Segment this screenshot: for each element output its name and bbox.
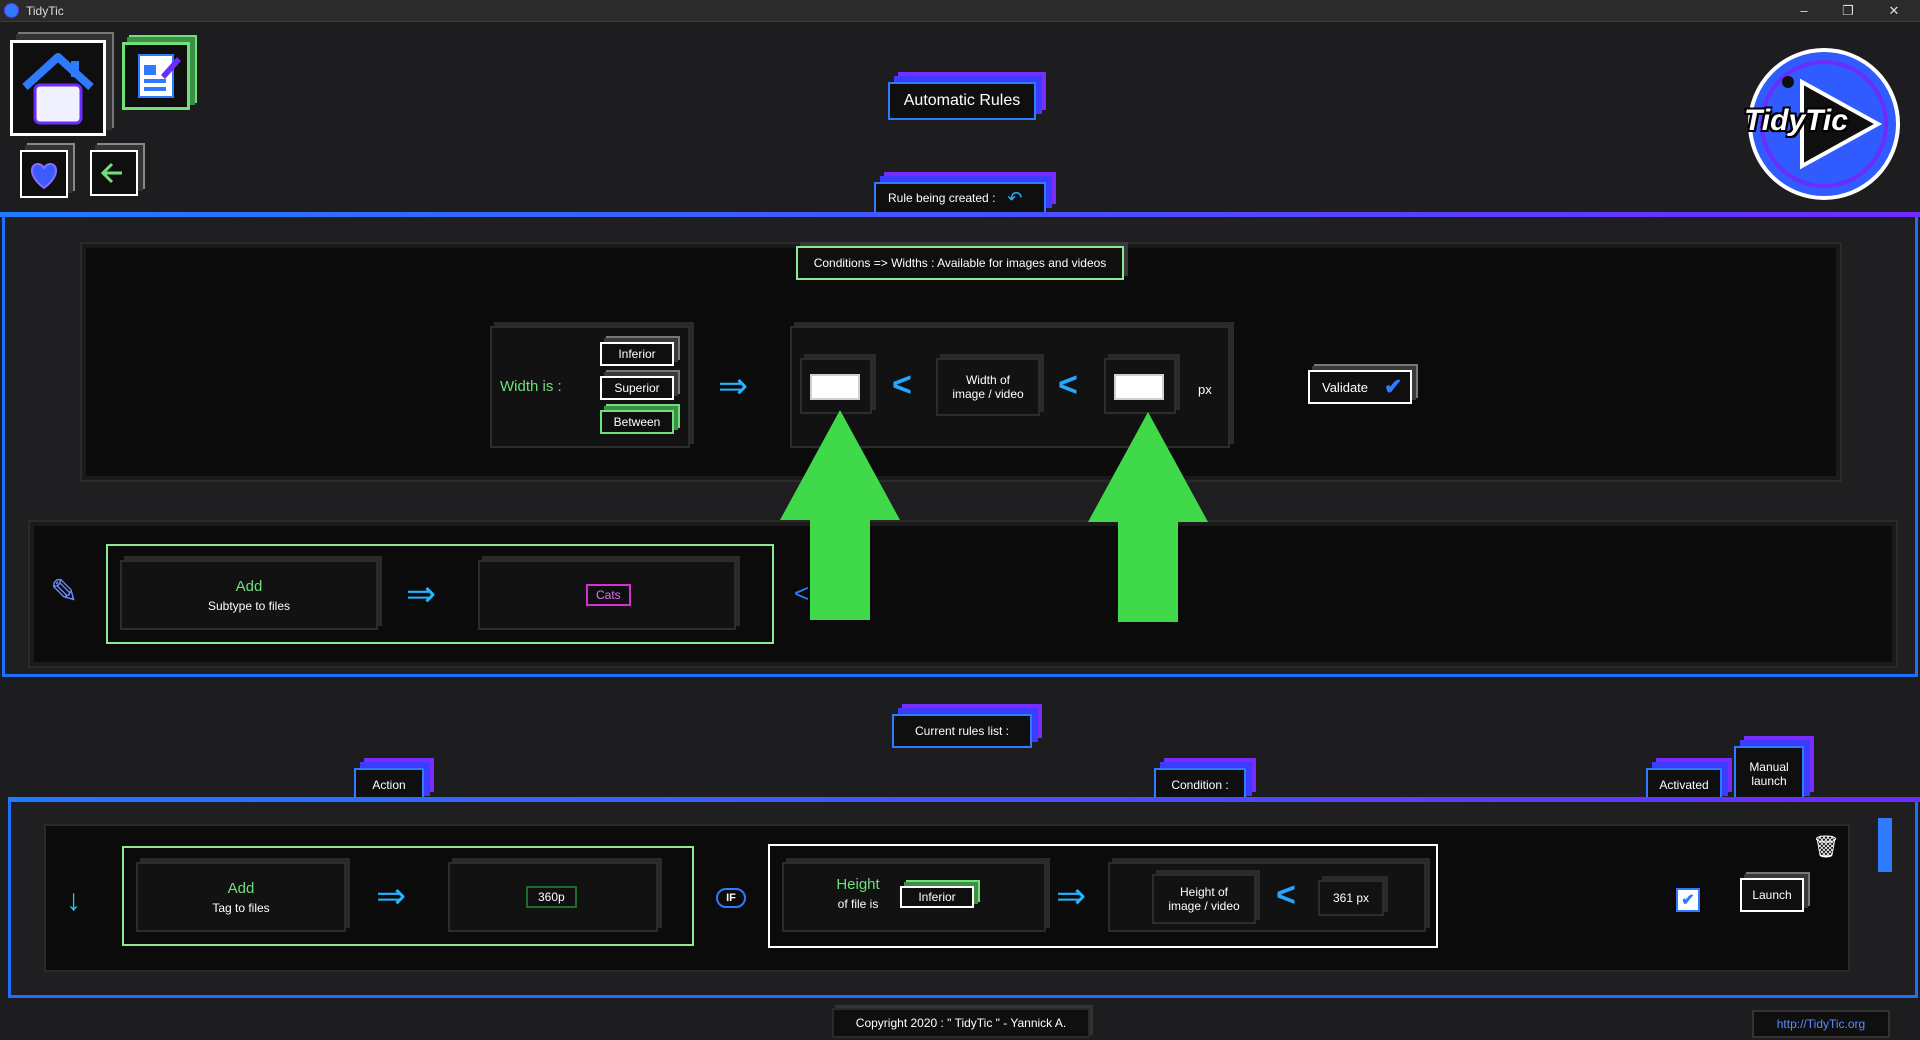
check-icon: ✔ <box>1384 374 1403 399</box>
rule-action-arrow-icon: ⇒ <box>376 875 407 916</box>
rule-action-object: Tag to files <box>212 900 270 915</box>
scrollbar-thumb[interactable] <box>1878 818 1892 872</box>
action-type-box: Add Subtype to files <box>120 560 378 630</box>
action-arrow-icon: ⇒ <box>406 573 437 614</box>
website-link[interactable]: http://TidyTic.org <box>1752 1010 1890 1038</box>
down-arrow-icon[interactable]: ↓ <box>66 884 81 917</box>
rule-action-value-chip: 360p <box>526 886 577 908</box>
rule-action-value-box <box>448 862 658 932</box>
width-target-line2: image / video <box>952 387 1024 401</box>
title-bar <box>0 0 1920 22</box>
pencil-icon[interactable]: ✎ <box>50 573 79 611</box>
edit-rules-button[interactable] <box>122 42 190 110</box>
min-width-input[interactable] <box>810 374 860 400</box>
rule-cond-line2: of file is <box>837 897 879 911</box>
collapse-chevron-icon[interactable]: < <box>794 578 810 608</box>
max-width-input[interactable] <box>1114 374 1164 400</box>
home-button[interactable] <box>10 40 106 136</box>
rules-panel-border <box>8 797 1920 802</box>
superior-option[interactable]: Superior <box>600 376 674 400</box>
launch-button[interactable]: Launch <box>1740 878 1804 912</box>
inferior-option[interactable]: Inferior <box>600 342 674 366</box>
rule-cond-line1: Height <box>836 876 880 893</box>
implies-arrow-icon: ⇒ <box>718 365 749 406</box>
action-verb: Add <box>235 577 263 595</box>
close-button[interactable]: ✕ <box>1888 3 1900 18</box>
col-manual-launch-header: Manual launch <box>1734 746 1804 802</box>
home-icon <box>22 53 94 125</box>
manual-line1: Manual <box>1749 760 1789 774</box>
window-title: TidyTic <box>26 4 64 18</box>
width-target-label: Width of image / video <box>936 358 1040 416</box>
rule-cond-value: 361 px <box>1318 880 1384 916</box>
undo-icon[interactable]: ↶ <box>1007 187 1023 208</box>
less-than-chevron-icon: < <box>892 366 912 404</box>
width-target-line1: Width of <box>965 373 1010 387</box>
rule-being-created-label: Rule being created : ↶ <box>874 182 1046 214</box>
less-than-chevron-icon-2: < <box>1058 366 1078 404</box>
rule-condition-text: Height of file is <box>828 876 888 911</box>
current-rules-label: Current rules list : <box>892 714 1032 748</box>
back-arrow-icon <box>100 162 122 184</box>
if-badge: IF <box>716 888 746 908</box>
validate-label: Validate <box>1322 379 1369 395</box>
app-icon <box>4 3 19 18</box>
activated-checkbox[interactable]: ✔ <box>1676 888 1700 912</box>
rule-action-verb: Add <box>227 879 255 897</box>
rule-condition-arrow-icon: ⇒ <box>1056 875 1087 916</box>
annotation-arrow-right-icon <box>1088 412 1208 622</box>
rule-action-type: Add Tag to files <box>136 862 346 932</box>
rule-cond-target-line1: Height of <box>1179 885 1229 899</box>
rule-cond-target-line2: image / video <box>1168 899 1240 913</box>
rule-being-created-text: Rule being created : <box>888 191 996 205</box>
page-title: Automatic Rules <box>888 82 1036 120</box>
upper-panel-border <box>0 212 1920 217</box>
tidytic-logo-icon <box>1748 48 1900 200</box>
edit-icon <box>138 54 181 98</box>
annotation-arrow-left-icon <box>780 410 900 620</box>
logo-text: TidyTic <box>1744 104 1848 137</box>
col-condition-header: Condition : <box>1154 768 1246 802</box>
unit-label: px <box>1198 382 1212 397</box>
heart-icon <box>31 162 57 190</box>
minimize-button[interactable]: – <box>1800 3 1808 18</box>
rule-cond-target: Height of image / video <box>1152 874 1256 924</box>
subtype-value-chip[interactable]: Cats <box>586 584 631 606</box>
between-option-selected[interactable]: Between <box>600 410 674 434</box>
rule-less-than-icon: < <box>1276 876 1296 914</box>
trash-icon[interactable]: 🗑 <box>1812 834 1840 859</box>
favorite-button[interactable] <box>20 150 68 198</box>
conditions-title: Conditions => Widths : Available for ima… <box>796 246 1124 280</box>
rule-cond-operator: Inferior <box>900 886 974 908</box>
logo[interactable]: TidyTic <box>1742 42 1902 202</box>
restore-button[interactable]: ❐ <box>1842 3 1854 18</box>
copyright-text: Copyright 2020 : " TidyTic " - Yannick A… <box>832 1008 1090 1038</box>
width-is-label: Width is : <box>500 378 562 395</box>
action-object: Subtype to files <box>207 598 291 613</box>
back-button[interactable] <box>90 150 138 196</box>
validate-button[interactable]: Validate ✔ <box>1308 370 1412 404</box>
manual-line2: launch <box>1751 774 1787 788</box>
